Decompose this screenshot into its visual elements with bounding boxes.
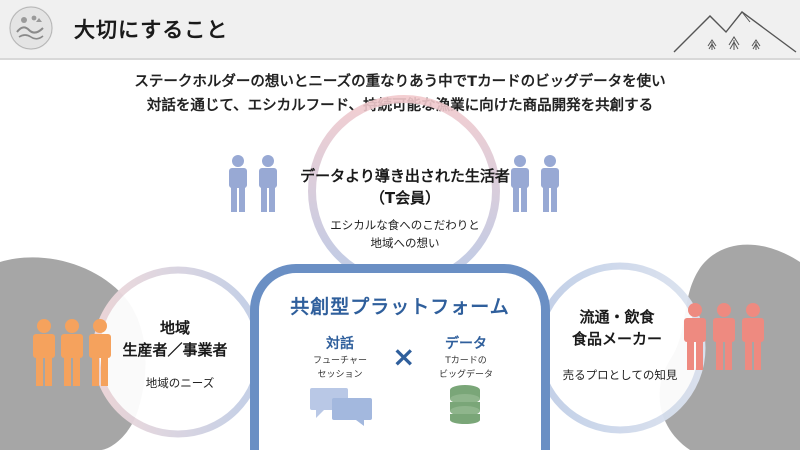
producer-title-line-2: 生産者／事業者 <box>122 340 228 359</box>
data-label: データ <box>445 336 487 352</box>
producer-people-icon <box>33 319 111 386</box>
dialogue-label: 対話 <box>326 336 354 352</box>
platform-title: 共創型プラットフォーム <box>290 296 510 318</box>
producer-title-line-1: 地域 <box>159 319 190 337</box>
consumer-title-line-2: （T会員） <box>369 188 441 207</box>
consumer-sub-line-1: エシカルな食へのこだわりと <box>330 218 480 232</box>
database-icon <box>450 385 480 424</box>
header-divider <box>0 58 800 60</box>
data-sub-line-2: ビッグデータ <box>438 369 493 380</box>
top-left-people-icon <box>229 155 277 212</box>
platform-frame <box>250 264 550 450</box>
dialogue-sub-line-1: フューチャー <box>313 356 367 366</box>
producer-title: 地域 生産者／事業者 <box>110 318 240 362</box>
consumer-subtitle: エシカルな食へのこだわりと 地域への想い <box>300 216 510 253</box>
data-subtitle: Tカードの ビッグデータ <box>426 355 506 383</box>
consumer-sub-line-2: 地域への想い <box>370 236 440 251</box>
dialogue-sub-line-2: セッション <box>317 369 363 380</box>
community-logo-icon <box>9 6 53 50</box>
retailer-people-icon <box>684 303 764 370</box>
mountains-trees-icon <box>673 11 797 53</box>
retailer-title-line-1: 流通・飲食 <box>579 308 655 326</box>
dialogue-subtitle: フューチャー セッション <box>300 355 380 383</box>
consumer-title: データより導き出された生活者 （T会員） <box>280 166 530 210</box>
retailer-title-line-2: 食品メーカー <box>571 329 662 348</box>
retailer-title: 流通・飲食 食品メーカー <box>552 307 682 351</box>
chat-bubbles-icon <box>310 388 372 426</box>
producer-subtitle: 地域のニーズ <box>145 376 215 390</box>
intro-line-2: 対話を通じて、エシカルフード、持続可能な漁業に向けた商品開発を共創する <box>146 98 654 114</box>
retailer-subtitle: 売るプロとしての知見 <box>562 368 678 382</box>
top-right-people-icon <box>511 155 559 212</box>
times-operator: × <box>392 340 416 373</box>
data-sub-line-1: Tカードの <box>445 356 487 366</box>
page-title: 大切にすること <box>74 18 229 42</box>
intro-line-1: ステークホルダーの想いとニーズの重なりあう中でTカードのビッグデータを使い <box>134 74 666 90</box>
consumer-title-line-1: データより導き出された生活者 <box>300 167 510 185</box>
header-bar: 大切にすること <box>0 0 800 58</box>
